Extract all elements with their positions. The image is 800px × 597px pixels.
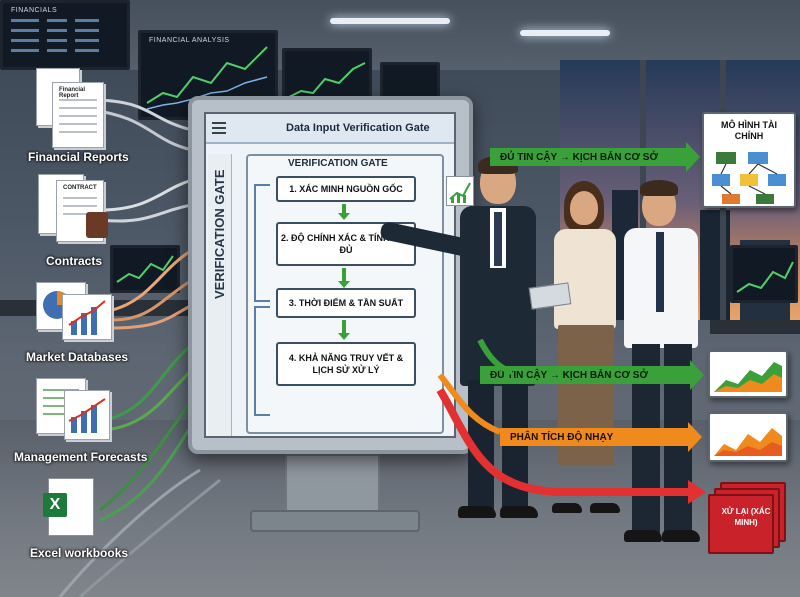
reject-label: XỬ LẠI (XÁC MINH) — [721, 507, 771, 527]
arrow-sensitivity-analysis: PHÂN TÍCH ĐỘ NHẠY — [500, 422, 702, 452]
stamp-icon — [86, 212, 108, 238]
analyst-blouse — [554, 229, 616, 329]
source-label-excel-workbooks: Excel workbooks — [30, 546, 129, 560]
gate-title: VERIFICATION GATE — [288, 158, 388, 169]
hamburger-menu-icon[interactable] — [212, 122, 226, 134]
monitor-screen: Data Input Verification Gate VERIFICATIO… — [204, 112, 456, 438]
doc-line — [59, 115, 97, 117]
baseline-chart-card[interactable] — [708, 350, 788, 398]
step-source-verification[interactable]: 1. XÁC MINH NGUỒN GỐC — [276, 176, 416, 202]
monitor-base — [250, 510, 420, 532]
forecast-icon — [64, 390, 110, 440]
step-arrow — [338, 320, 350, 340]
financial-model-card[interactable]: MÔ HÌNH TÀI CHÍNH — [702, 112, 796, 208]
arrow-reliable-baseline-top: ĐỦ TIN CẬY → KỊCH BẢN CƠ SỞ — [490, 142, 700, 172]
ceiling — [0, 0, 800, 70]
forecast-chart-icon — [68, 398, 106, 433]
wall-chart — [736, 261, 794, 293]
doc-line — [59, 123, 97, 125]
wall-screen-financials: FINANCIALS — [0, 0, 130, 70]
wall-screen-table — [11, 19, 99, 52]
wall-chart — [288, 62, 366, 98]
arrow-label: PHÂN TÍCH ĐỘ NHẠY — [510, 431, 614, 443]
monitor-stand — [285, 454, 380, 514]
baseline-area-chart — [714, 362, 782, 392]
approved-chart-svg — [449, 182, 471, 203]
colleague-hair — [640, 180, 678, 196]
verification-gate-panel: VERIFICATION GATE 1. XÁC MINH NGUỒN GỐC … — [246, 154, 444, 434]
wall-chart — [116, 255, 174, 283]
monitor-title: Data Input Verification Gate — [286, 122, 430, 134]
presenter-tie — [494, 212, 502, 266]
desk-monitor — [730, 245, 798, 303]
sensitivity-chart-card[interactable] — [708, 412, 788, 462]
doc-title: CONTRACT — [63, 185, 97, 191]
doc-line — [63, 197, 97, 199]
presenter-leg — [468, 380, 494, 510]
presenter-shoe — [458, 506, 496, 518]
analyst-face — [570, 191, 598, 225]
excel-badge: X — [43, 493, 67, 517]
doc-line — [43, 413, 79, 415]
doc-line — [59, 107, 97, 109]
presenter-shoe — [500, 506, 538, 518]
doc-line — [43, 397, 79, 399]
step-timing-frequency[interactable]: 3. THỜI ĐIỂM & TẦN SUẤT — [276, 288, 416, 318]
source-label-market-databases: Market Databases — [26, 350, 129, 364]
doc-line — [63, 213, 97, 215]
source-label-contracts: Contracts — [46, 254, 103, 268]
doc-line — [59, 99, 97, 101]
analyst-shoe — [590, 503, 620, 513]
bar-chart-icon — [68, 300, 106, 335]
arrow-label: ĐỦ TIN CẬY → KỊCH BẢN CƠ SỞ — [490, 369, 648, 381]
model-flow-icon — [712, 152, 786, 204]
doc-title: Financial Report — [59, 87, 86, 99]
verification-monitor: Data Input Verification Gate VERIFICATIO… — [188, 96, 473, 454]
colleague-tie — [656, 232, 664, 312]
colleague-shoe — [662, 530, 700, 542]
arrow-reliable-baseline-mid: ĐỦ TIN CẬY → KỊCH BẢN CƠ SỞ — [480, 360, 704, 390]
doc-line — [43, 389, 79, 391]
wall-screen-title: FINANCIALS — [11, 7, 58, 14]
desk-monitor — [110, 245, 180, 293]
desk — [710, 320, 800, 334]
contract-icon: CONTRACT — [56, 180, 104, 242]
market-database-icon — [62, 294, 112, 340]
reject-card — [708, 494, 774, 554]
ceiling-light — [330, 18, 450, 24]
flow-bracket — [254, 184, 270, 302]
wall-screen-title: FINANCIAL ANALYSIS — [149, 37, 230, 44]
step-arrow — [338, 204, 350, 220]
step-traceability-history[interactable]: 4. KHẢ NĂNG TRUY VẾT & LỊCH SỬ XỬ LÝ — [276, 342, 416, 386]
colleague-shoe — [624, 530, 662, 542]
doc-line — [59, 131, 97, 133]
analyst-shoe — [552, 503, 582, 513]
excel-icon: X — [43, 478, 94, 536]
monitor-header: Data Input Verification Gate — [206, 114, 454, 144]
financial-model-title: MÔ HÌNH TÀI CHÍNH — [721, 120, 777, 141]
doc-line — [63, 205, 97, 207]
sensitivity-area-chart — [714, 428, 782, 456]
source-label-management-forecasts: Management Forecasts — [14, 450, 148, 464]
approved-chart-icon — [446, 176, 474, 206]
source-label-financial-reports: Financial Reports — [28, 150, 129, 164]
arrow-label: ĐỦ TIN CẬY → KỊCH BẢN CƠ SỞ — [500, 151, 658, 163]
excel-glyph: X — [49, 496, 61, 513]
flow-bracket — [254, 306, 270, 416]
side-label-text: VERIFICATION GATE — [212, 169, 227, 299]
ceiling-light — [520, 30, 610, 36]
reject-stack[interactable]: XỬ LẠI (XÁC MINH) — [706, 482, 786, 556]
doc-line — [43, 405, 79, 407]
step-arrow — [338, 268, 350, 288]
side-label: VERIFICATION GATE — [208, 154, 232, 436]
financial-report-icon: Financial Report — [52, 82, 104, 148]
